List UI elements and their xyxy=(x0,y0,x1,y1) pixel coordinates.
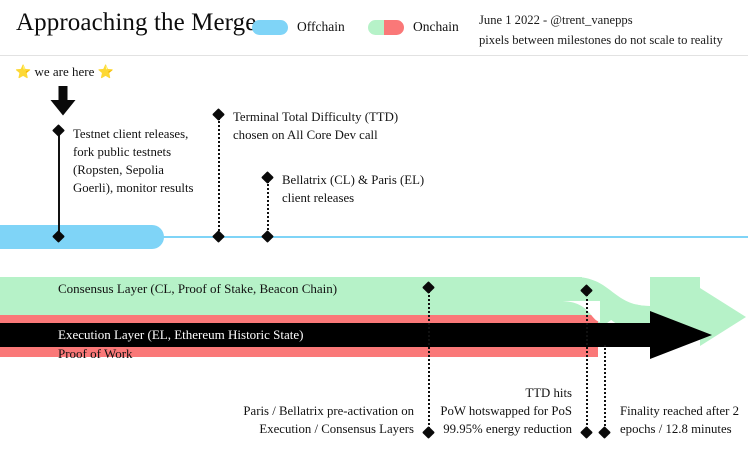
milestone-note-finality: Finality reached after 2 epochs / 12.8 m… xyxy=(620,402,739,438)
meta-caption: June 1 2022 - @trent_vanepps pixels betw… xyxy=(479,11,723,50)
note-line: PoW hotswapped for PoS xyxy=(440,404,572,419)
milestone-connector-pre-activation xyxy=(428,291,430,433)
offchain-active-segment xyxy=(0,225,164,249)
note-line: TTD hits xyxy=(525,386,572,400)
legend-item-onchain: Onchain xyxy=(368,19,459,35)
milestone-note-ttd-hits: TTD hits PoW hotswapped for PoS 99.95% e… xyxy=(422,384,572,438)
milestone-note-bellatrix: Bellatrix (CL) & Paris (EL) client relea… xyxy=(282,171,424,207)
note-line: Finality reached after 2 xyxy=(620,404,740,418)
milestone-connector-finality xyxy=(604,345,606,433)
proof-of-work-label: Proof of Work xyxy=(58,346,133,361)
execution-layer-band xyxy=(0,323,660,347)
milestone-diamond-testnet-top xyxy=(52,124,65,137)
onchain-swatch-icon xyxy=(368,19,404,35)
offchain-timeline-axis xyxy=(0,236,748,238)
milestone-connector-bellatrix xyxy=(267,181,269,238)
note-line: chosen on All Core Dev call xyxy=(233,128,378,143)
milestone-note-pre-activation: Paris / Bellatrix pre-activation on Exec… xyxy=(214,402,414,438)
down-arrow-icon xyxy=(50,86,76,116)
consensus-layer-left-band xyxy=(0,277,582,301)
star-icon-left: ⭐ xyxy=(15,64,32,79)
milestone-connector-ttd-hits xyxy=(586,294,588,433)
note-line: Execution / Consensus Layers xyxy=(259,422,414,437)
execution-layer-label: Execution Layer (EL, Ethereum Historic S… xyxy=(58,327,304,342)
you-are-here-label: ⭐ we are here ⭐ xyxy=(15,64,114,80)
note-line: Bellatrix (CL) & Paris (EL) xyxy=(282,173,425,187)
note-line: Terminal Total Difficulty (TTD) xyxy=(233,110,399,124)
consensus-layer-merge-curve xyxy=(574,277,650,335)
milestone-note-testnet: Testnet client releases, fork public tes… xyxy=(73,125,193,198)
meta-disclaimer: pixels between milestones do not scale t… xyxy=(479,32,723,47)
note-line: Paris / Bellatrix pre-activation on xyxy=(243,404,414,418)
milestone-diamond-finality-bottom xyxy=(598,426,611,439)
milestone-diamond-bellatrix-bottom xyxy=(261,230,274,243)
legend-label-offchain: Offchain xyxy=(297,19,345,34)
offchain-swatch-icon xyxy=(252,19,288,35)
milestone-connector-ttd-chosen xyxy=(218,118,220,238)
milestone-diamond-bellatrix-top xyxy=(261,171,274,184)
milestone-diamond-ttd-hits-bottom xyxy=(580,426,593,439)
note-line: Testnet client releases, xyxy=(73,127,189,141)
star-icon-right: ⭐ xyxy=(97,64,114,79)
note-line: Goerli), monitor results xyxy=(73,181,194,196)
milestone-note-ttd-chosen: Terminal Total Difficulty (TTD) chosen o… xyxy=(233,108,398,144)
page-title: Approaching the Merge xyxy=(16,9,257,36)
note-line: (Ropsten, Sepolia xyxy=(73,163,164,178)
legend-item-offchain: Offchain xyxy=(252,19,345,35)
note-line: fork public testnets xyxy=(73,145,172,160)
you-are-here-text: we are here xyxy=(34,64,95,79)
header-bar: Approaching the Merge Offchain Onchain J… xyxy=(0,0,748,56)
milestone-diamond-ttd-chosen-bottom xyxy=(212,230,225,243)
meta-date-author: June 1 2022 - @trent_vanepps xyxy=(479,13,633,27)
note-line: 99.95% energy reduction xyxy=(443,422,572,437)
consensus-layer-label: Consensus Layer (CL, Proof of Stake, Bea… xyxy=(58,281,338,296)
milestone-connector-testnet xyxy=(58,130,60,238)
note-line: epochs / 12.8 minutes xyxy=(620,422,732,437)
note-line: client releases xyxy=(282,191,355,206)
merge-notch xyxy=(560,301,600,322)
milestone-diamond-ttd-chosen-top xyxy=(212,108,225,121)
merge-diagram xyxy=(0,277,746,359)
legend-label-onchain: Onchain xyxy=(413,19,459,34)
execution-layer-arrowhead-icon xyxy=(650,311,712,359)
